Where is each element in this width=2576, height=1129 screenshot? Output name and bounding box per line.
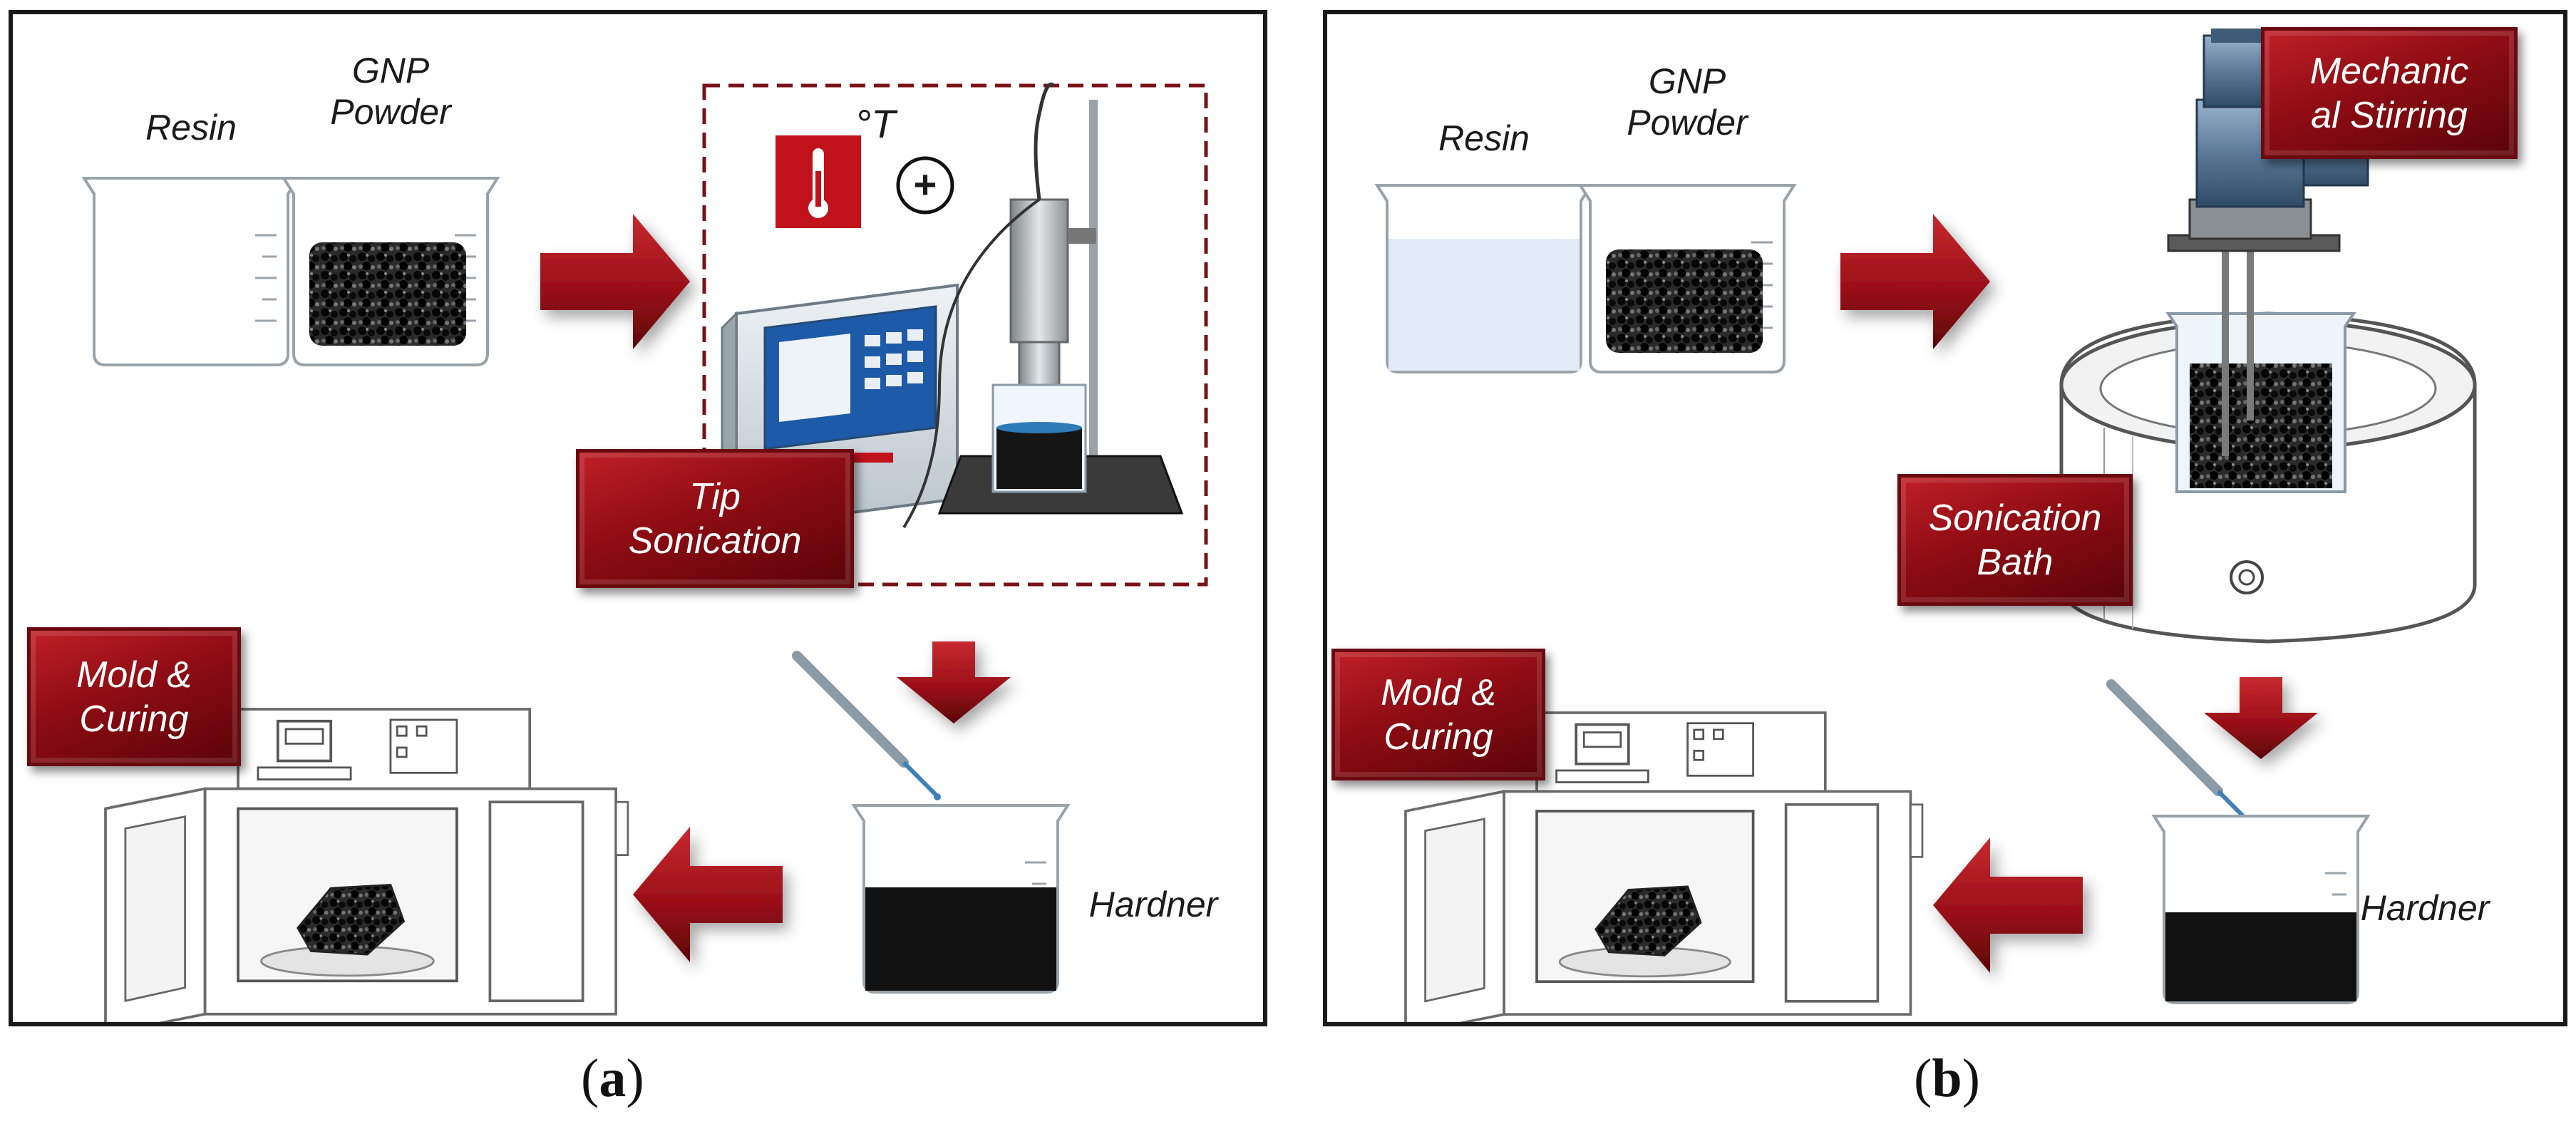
arrow-to-hardener [897,641,1011,723]
resin-label-b: Resin [1438,118,1530,158]
caption-b-open-paren: ( [1914,1048,1932,1108]
arrow-to-curing-b [1933,837,2083,973]
panel-a-illustration [83,82,1208,1022]
arrow-to-hardener-b [2204,677,2318,759]
tip-sonication-badge: Tip Sonication [576,449,854,588]
caption-a: (a) [581,1048,644,1110]
plus-label: + [913,162,937,207]
sonication-bath-badge: Sonication Bath [1897,474,2133,606]
panel-b-bath-sonication-process: Resin GNP Powder Hardner Mechanic al Sti… [1323,10,2567,1026]
panel-a-tip-sonication-process: + °T Resin GNP Powder Hardner Tip Sonica… [9,10,1267,1026]
caption-a-letter: a [599,1048,627,1108]
hardener-label-b: Hardner [2360,888,2490,928]
resin-beaker-b [1376,184,1592,373]
caption-b-letter: b [1932,1048,1962,1108]
panel-b-illustration [1376,29,2477,1022]
caption-b: (b) [1914,1048,1980,1110]
mold-curing-badge-a: Mold & Curing [27,627,241,766]
plus-icon [896,156,954,215]
gnp-powder-beaker-b [1579,184,1796,373]
pipette-dropper-b [2111,684,2255,829]
mold-curing-badge-b: Mold & Curing [1331,649,1545,780]
arrow-to-sonication [540,214,690,349]
gnp-powder-beaker [282,177,499,366]
mechanical-stirring-badge: Mechanic al Stirring [2261,27,2518,159]
caption-a-close-paren: ) [626,1048,644,1108]
hardener-label: Hardner [1088,885,1218,924]
hardener-beaker-b [2153,815,2369,1004]
resin-beaker [83,177,299,366]
gnp-powder-label-b: GNP Powder [1627,61,1748,143]
tip-sonication-dashed-box [702,83,1208,587]
arrow-to-bath [1840,214,1990,349]
gnp-powder-label: GNP Powder [330,51,451,132]
temperature-label: °T [855,101,896,146]
arrow-to-curing [633,827,783,962]
resin-label: Resin [145,108,237,148]
caption-a-open-paren: ( [581,1048,599,1108]
dispersion-beaker [2165,312,2356,493]
hardener-beaker [852,804,1069,994]
caption-b-close-paren: ) [1962,1048,1980,1108]
sonication-probe-stand [902,82,1184,529]
thermometer-icon [776,135,861,228]
